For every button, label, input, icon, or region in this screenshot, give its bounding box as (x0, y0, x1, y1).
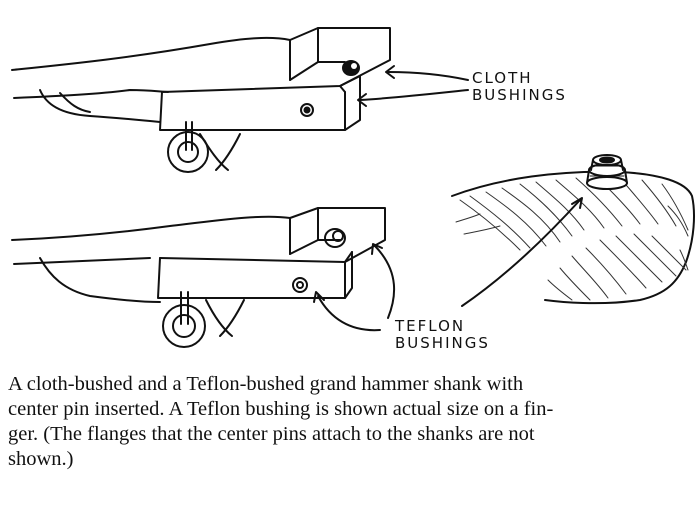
cloth-bushed-shank-drawing (11, 27, 469, 173)
teflon-bushed-shank-drawing (11, 207, 396, 348)
finger-with-teflon-bushing-drawing (451, 154, 695, 307)
caption-line-2: center pin inserted. A Teflon bushing is… (8, 398, 554, 420)
teflon-label-line1: TEFLON (395, 317, 466, 335)
cloth-label-line2: BUSHINGS (472, 86, 567, 104)
teflon-label-line2: BUSHINGS (395, 334, 490, 352)
caption-line-1: A cloth-bushed and a Teflon-bushed grand… (8, 373, 524, 395)
figure-caption: A cloth-bushed and a Teflon-bushed grand… (8, 372, 694, 472)
cloth-bushings-label: CLOTH BUSHINGS (472, 70, 567, 104)
cloth-label-line1: CLOTH (472, 69, 533, 87)
teflon-bushings-label: TEFLON BUSHINGS (395, 318, 490, 352)
caption-line-4: shown.) (8, 448, 74, 470)
hammer-shank-illustration (11, 27, 695, 348)
caption-line-3: ger. (The flanges that the center pins a… (8, 423, 535, 445)
